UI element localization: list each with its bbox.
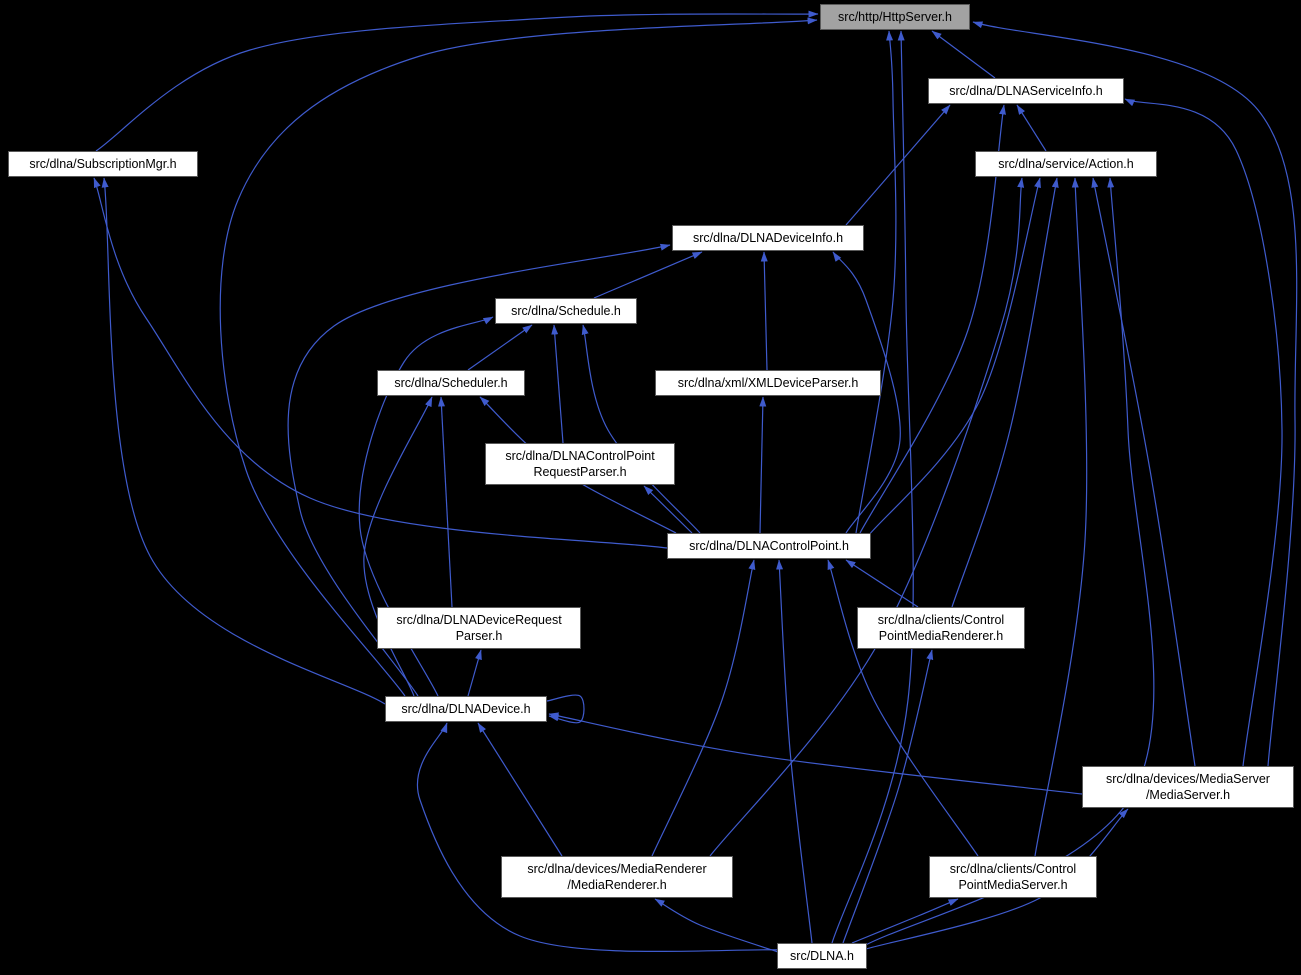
node-dlna-device-info[interactable]: src/dlna/DLNADeviceInfo.h xyxy=(672,225,864,251)
node-label: src/dlna/xml/XMLDeviceParser.h xyxy=(677,375,859,390)
edge-control-point-to-http-server xyxy=(855,30,897,534)
edge-dlna-device-to-http-server xyxy=(219,17,818,697)
node-http-server[interactable]: src/http/HttpServer.h xyxy=(820,4,970,30)
node-label: src/dlna/Schedule.h xyxy=(511,303,621,318)
edge-dlna-device-to-scheduler xyxy=(363,396,433,697)
node-subscription-mgr[interactable]: src/dlna/SubscriptionMgr.h xyxy=(8,151,198,177)
edge-media-renderer-to-action xyxy=(709,177,1025,857)
node-label: src/dlna/Scheduler.h xyxy=(394,375,508,390)
node-label: src/dlna/DLNADevice.h xyxy=(401,701,531,716)
node-label: src/dlna/DLNADeviceInfo.h xyxy=(692,230,844,245)
edge-subscription-mgr-to-http-server xyxy=(95,10,819,152)
edge-xml-device-parser-to-dlna-device-info xyxy=(760,251,768,371)
edge-schedule-to-dlna-device-info xyxy=(593,251,703,299)
edge-control-point-to-action xyxy=(867,177,1041,537)
node-label: src/dlna/devices/MediaServer xyxy=(1106,771,1270,786)
node-label: RequestParser.h xyxy=(533,465,627,479)
edge-control-point-to-xml-device-parser xyxy=(759,396,767,534)
node-label: src/DLNA.h xyxy=(790,948,854,963)
edge-dlna-device-to-dlna-device xyxy=(546,694,585,724)
node-label: src/dlna/service/Action.h xyxy=(998,156,1134,171)
edge-device-request-parser-to-scheduler xyxy=(438,396,453,608)
node-dlna-device[interactable]: src/dlna/DLNADevice.h xyxy=(385,696,547,722)
node-label: src/http/HttpServer.h xyxy=(838,9,952,24)
edge-dlna-to-control-point xyxy=(776,559,813,944)
edge-dlna-device-to-subscription-mgr xyxy=(101,177,386,705)
edge-control-point-to-schedule xyxy=(581,324,701,534)
edge-dlna-device-to-dlna-device-info xyxy=(287,243,671,697)
node-label: src/dlna/DLNADeviceRequest xyxy=(396,612,562,627)
edge-dlna-to-dlna-device xyxy=(417,722,782,953)
edge-control-point-to-dlna-device-info xyxy=(832,251,901,534)
edge-media-server-to-dlna-service-info xyxy=(1124,98,1283,767)
edge-dlna-device-to-device-request-parser xyxy=(467,649,482,697)
edge-action-to-dlna-service-info xyxy=(1016,104,1047,152)
node-schedule[interactable]: src/dlna/Schedule.h xyxy=(495,298,637,324)
node-label: src/dlna/DLNAControlPoint xyxy=(505,448,655,463)
edge-cp-media-renderer-to-action xyxy=(951,177,1059,608)
node-label: src/dlna/clients/Control xyxy=(949,861,1077,876)
node-label: src/dlna/DLNAControlPoint.h xyxy=(689,538,849,553)
node-label: /MediaRenderer.h xyxy=(567,878,667,892)
edge-dlna-service-info-to-http-server xyxy=(931,30,996,79)
edge-dlna-to-cp-media-server xyxy=(851,898,959,944)
edge-media-server-to-action xyxy=(1091,177,1196,767)
node-label: PointMediaServer.h xyxy=(958,878,1068,892)
node-label: src/dlna/SubscriptionMgr.h xyxy=(29,156,177,171)
edge-dlna-to-http-server xyxy=(831,30,914,944)
edge-scheduler-to-schedule xyxy=(467,324,533,371)
edge-control-point-to-subscription-mgr xyxy=(93,177,668,549)
node-media-server[interactable]: src/dlna/devices/MediaServer/MediaServer… xyxy=(1082,766,1294,808)
edge-dlna-device-info-to-dlna-service-info xyxy=(845,104,951,226)
node-label: /MediaServer.h xyxy=(1145,788,1231,802)
edge-media-server-to-dlna-device xyxy=(548,712,1083,795)
edge-control-point-to-cp-request-parser xyxy=(643,485,693,534)
edge-dlna-to-media-server xyxy=(865,808,1129,950)
edge-cp-request-parser-to-schedule xyxy=(551,324,564,444)
edge-media-renderer-to-control-point xyxy=(651,559,756,857)
node-label: src/dlna/devices/MediaRenderer xyxy=(527,861,707,876)
node-scheduler[interactable]: src/dlna/Scheduler.h xyxy=(377,370,525,396)
edge-dlna-to-cp-media-renderer xyxy=(842,649,934,944)
node-action[interactable]: src/dlna/service/Action.h xyxy=(975,151,1157,177)
node-control-point[interactable]: src/dlna/DLNAControlPoint.h xyxy=(667,533,871,559)
node-label: PointMediaRenderer.h xyxy=(878,629,1004,643)
edge-media-renderer-to-dlna-device xyxy=(477,722,563,857)
edge-dlna-to-media-renderer xyxy=(654,898,779,953)
node-media-renderer[interactable]: src/dlna/devices/MediaRenderer/MediaRend… xyxy=(501,856,733,898)
edge-media-server-to-http-server xyxy=(972,21,1298,767)
edge-cp-media-server-to-control-point xyxy=(827,559,979,857)
node-dlna[interactable]: src/DLNA.h xyxy=(777,943,867,969)
node-label: src/dlna/DLNAServiceInfo.h xyxy=(949,83,1103,98)
edge-cp-media-server-to-action xyxy=(1034,177,1088,857)
node-label: Parser.h xyxy=(455,629,503,643)
node-label: src/dlna/clients/Control xyxy=(877,612,1005,627)
edge-cp-media-renderer-to-control-point xyxy=(845,559,919,608)
node-xml-device-parser[interactable]: src/dlna/xml/XMLDeviceParser.h xyxy=(655,370,881,396)
node-dlna-service-info[interactable]: src/dlna/DLNAServiceInfo.h xyxy=(928,78,1124,104)
